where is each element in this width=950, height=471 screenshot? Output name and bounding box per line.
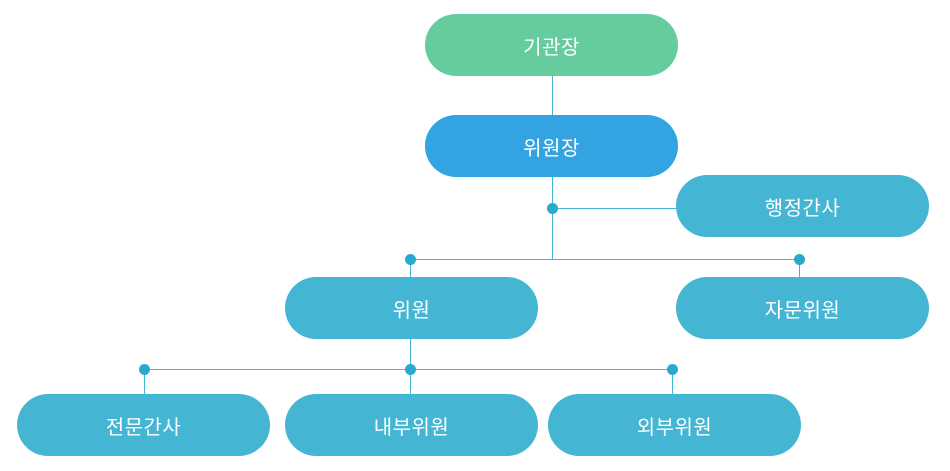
- connector-chair-trunk: [552, 176, 553, 260]
- connector-admin-branch: [552, 208, 678, 209]
- node-advisory-member: 자문위원: [676, 277, 929, 339]
- junction-dot-admin: [547, 203, 558, 214]
- connector-to-expert: [144, 369, 145, 395]
- junction-dot-member: [405, 254, 416, 265]
- connector-members-bar: [410, 259, 800, 260]
- connector-to-internal: [410, 369, 411, 395]
- connector-to-advisory: [799, 259, 800, 278]
- junction-dot-expert: [139, 364, 150, 375]
- connector-member-trunk: [410, 338, 411, 370]
- node-internal-member: 내부위원: [285, 394, 538, 456]
- node-admin-secretary: 행정간사: [676, 175, 929, 237]
- node-external-member: 외부위원: [548, 394, 801, 456]
- junction-dot-advisory: [794, 254, 805, 265]
- junction-dot-internal: [405, 364, 416, 375]
- node-chair: 위원장: [425, 115, 678, 177]
- node-member: 위원: [285, 277, 538, 339]
- connector-to-member: [410, 259, 411, 278]
- connector-head-chair: [552, 76, 553, 116]
- junction-dot-external: [667, 364, 678, 375]
- connector-to-external: [672, 369, 673, 395]
- node-head: 기관장: [425, 14, 678, 76]
- node-expert-secretary: 전문간사: [17, 394, 270, 456]
